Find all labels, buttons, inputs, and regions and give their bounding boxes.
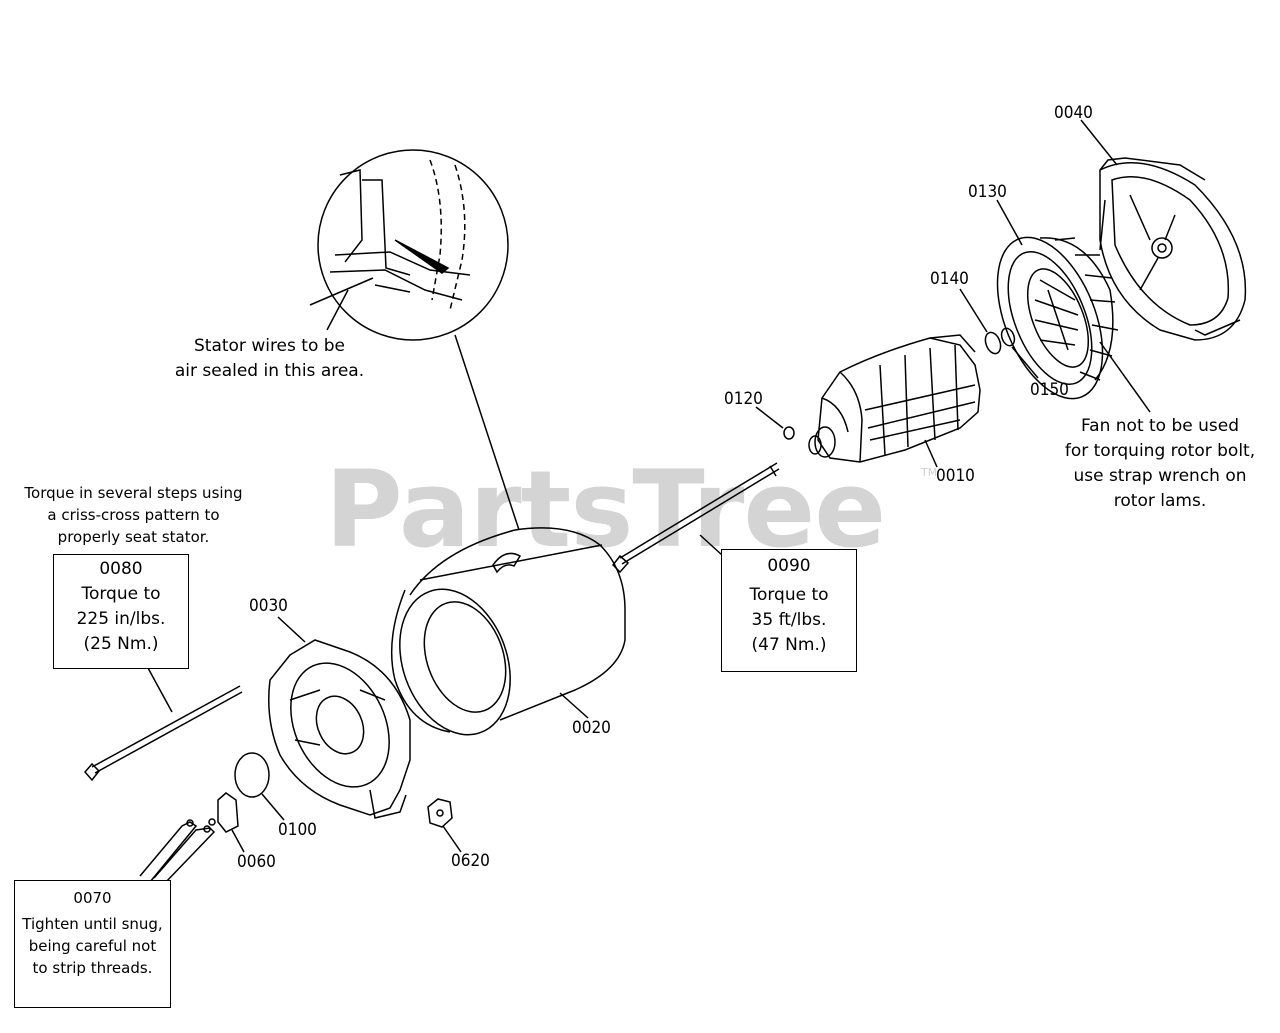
part-0620-plug [427, 798, 453, 828]
label-0620: 0620 [451, 851, 490, 871]
fan-note: Fan not to be used for torquing rotor bo… [1040, 414, 1280, 514]
box-line: 225 in/lbs. [76, 609, 166, 629]
box-line: Torque to [749, 585, 829, 605]
note-line: properly seat stator. [57, 528, 210, 546]
leader-0130 [996, 199, 1023, 246]
leader-0120 [755, 406, 784, 429]
leader-0150 [1011, 346, 1039, 379]
label-0120: 0120 [724, 389, 763, 409]
note-line: rotor lams. [1113, 491, 1207, 511]
criss-cross-note: Torque in several steps using a criss-cr… [6, 482, 261, 548]
label-0100: 0100 [278, 820, 317, 840]
part-0100-o-ring [234, 752, 270, 798]
leader-0010 [924, 439, 938, 468]
label-0060: 0060 [237, 852, 276, 872]
part-0090-rotor-bolt [612, 462, 780, 574]
note-line: Stator wires to be [193, 336, 346, 356]
leader-0100 [261, 793, 285, 821]
part-0030-end-bracket [268, 639, 411, 819]
leader-0020 [559, 692, 589, 719]
part-0060-clamp [208, 792, 239, 833]
box-line: 0090 [767, 556, 811, 576]
label-0150: 0150 [1030, 380, 1069, 400]
stator-detail-magnifier [317, 149, 509, 341]
note-line: use strap wrench on [1073, 466, 1247, 486]
label-0130: 0130 [968, 182, 1007, 202]
leader-stator-note [309, 277, 374, 306]
leader-0090 [699, 534, 723, 556]
box-line: (47 Nm.) [751, 635, 827, 655]
part-0040-end-housing [1099, 157, 1247, 341]
part-0120-washer [783, 426, 795, 440]
stator-sealing-note: Stator wires to be air sealed in this ar… [142, 334, 397, 384]
part-0070-screws [139, 819, 216, 885]
leader-fan-note [1099, 341, 1151, 413]
leader-0080 [147, 667, 173, 713]
leader-0620 [442, 825, 462, 853]
label-0140: 0140 [930, 269, 969, 289]
box-line: 0080 [99, 559, 143, 579]
part-0140-ring [984, 331, 1002, 355]
note-line: Fan not to be used [1080, 416, 1240, 436]
callout-box-0080: 0080 Torque to 225 in/lbs. (25 Nm.) [53, 554, 189, 669]
part-0020-stator [390, 527, 626, 736]
leader-0060 [231, 829, 245, 853]
label-0030: 0030 [249, 596, 288, 616]
part-0150-ring [1000, 327, 1016, 347]
note-line: Torque in several steps using [24, 484, 243, 502]
label-0040: 0040 [1054, 103, 1093, 123]
label-0020: 0020 [572, 718, 611, 738]
box-line: Torque to [81, 584, 161, 604]
box-line: to strip threads. [32, 959, 153, 977]
part-0080-through-bolt [84, 685, 243, 782]
note-line: air sealed in this area. [174, 361, 365, 381]
box-line: being careful not [28, 937, 157, 955]
leader-0140 [959, 288, 988, 333]
note-line: a criss-cross pattern to [47, 506, 220, 524]
part-0010-rotor [808, 334, 981, 463]
leader-0040 [1080, 119, 1118, 166]
box-line: 0070 [73, 889, 112, 907]
note-line: for torquing rotor bolt, [1064, 441, 1256, 461]
watermark-trademark: TM [921, 466, 938, 479]
box-line: (25 Nm.) [83, 634, 159, 654]
callout-box-0090: 0090 Torque to 35 ft/lbs. (47 Nm.) [721, 549, 857, 672]
label-0010: 0010 [936, 466, 975, 486]
leader-0030 [277, 616, 306, 643]
box-line: Tighten until snug, [22, 915, 163, 933]
box-line: 35 ft/lbs. [751, 610, 827, 630]
callout-box-0070: 0070 Tighten until snug, being careful n… [14, 880, 171, 1008]
leader-0020-detail [454, 334, 520, 531]
